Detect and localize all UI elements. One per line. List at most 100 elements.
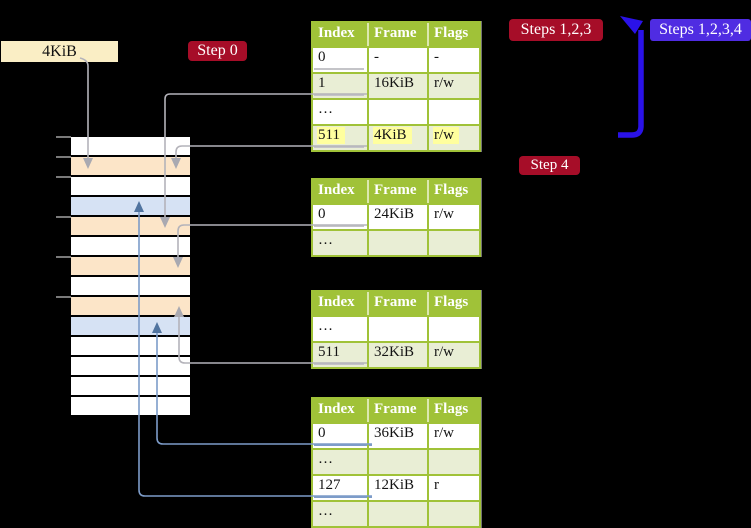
memory-row-blue: [71, 317, 190, 337]
memory-row-blue: [71, 197, 190, 217]
frame-cell: -: [367, 48, 427, 72]
frame-cell: [367, 231, 427, 255]
flags-cell: r/w: [427, 74, 479, 98]
memory-tick: [56, 156, 71, 158]
index-cell: 0: [313, 205, 367, 229]
frame-cell: 24KiB: [367, 205, 427, 229]
memory-row-orange: [71, 297, 190, 317]
step4-badge: Step 4: [519, 156, 580, 175]
loop-arrowhead: [620, 16, 643, 34]
column-header-index: Index: [318, 401, 355, 417]
flags-cell: [427, 317, 479, 341]
steps1234-badge: Steps 1,2,3,4: [650, 19, 751, 41]
flags-cell: r: [427, 476, 479, 500]
memory-row-white: [71, 237, 190, 257]
index-underline: [314, 363, 364, 365]
memory-row-white: [71, 277, 190, 297]
index-cell: …: [318, 503, 333, 519]
column-header-flags: Flags: [427, 23, 479, 46]
index-underline: [314, 68, 364, 70]
index-underline: [314, 225, 364, 227]
table-row: …: [313, 100, 479, 124]
frame-cell: 16KiB: [367, 74, 427, 98]
flags-cell: r/w: [427, 343, 479, 367]
column-header-frame: Frame: [367, 399, 427, 422]
memory-tick: [56, 256, 71, 258]
frame-size-label: 4KiB: [1, 41, 118, 62]
column-header-index: Index: [318, 182, 355, 198]
frame-cell: 4KiB: [367, 126, 427, 150]
memory-row-white: [71, 337, 190, 357]
flags-cell: [427, 100, 479, 124]
flags-cell: [427, 231, 479, 255]
highlighted-value: r/w: [433, 127, 459, 144]
index-cell: 0: [313, 48, 367, 72]
frame-cell: [367, 450, 427, 474]
column-header-flags: Flags: [427, 399, 479, 422]
index-cell: 511: [313, 343, 367, 367]
index-underline: [314, 496, 372, 498]
column-header-frame: Frame: [367, 23, 427, 46]
index-cell: …: [318, 232, 333, 248]
memory-row-white: [71, 357, 190, 377]
table-row: …: [313, 450, 479, 474]
memory-row-orange: [71, 257, 190, 277]
column-header-flags: Flags: [427, 292, 479, 315]
highlighted-value: 511: [317, 127, 345, 144]
memory-row-white: [71, 177, 190, 197]
flags-cell: r/w: [427, 424, 479, 448]
table-row: …: [313, 231, 479, 255]
steps123-badge: Steps 1,2,3: [509, 19, 603, 41]
table-row: …: [313, 317, 479, 341]
index-cell: …: [318, 451, 333, 467]
flags-cell: [427, 502, 479, 526]
frame-cell: [367, 317, 427, 341]
column-header-frame: Frame: [367, 180, 427, 203]
index-underline: [314, 444, 372, 446]
step0-badge: Step 0: [188, 41, 247, 61]
flags-cell: [427, 450, 479, 474]
memory-tick: [56, 296, 71, 298]
table-row: …: [313, 502, 479, 526]
index-cell: 0: [313, 424, 372, 448]
frame-cell: [367, 502, 427, 526]
memory-row-white: [71, 397, 190, 415]
index-cell: 127: [313, 476, 372, 500]
column-header-index: Index: [318, 25, 355, 41]
column-header-index: Index: [318, 294, 355, 310]
memory-row-white: [71, 137, 190, 157]
memory-row-orange: [71, 217, 190, 237]
table-row: 511 4KiB r/w: [313, 126, 479, 150]
memory-row-orange: [71, 157, 190, 177]
table-row: 0--: [313, 48, 479, 72]
index-cell: …: [318, 101, 333, 117]
index-cell: …: [318, 318, 333, 334]
memory-tick: [56, 136, 71, 138]
frame-cell: [367, 100, 427, 124]
loop-arrow: [618, 30, 644, 138]
index-underline: [314, 146, 364, 148]
frame-cell: 32KiB: [367, 343, 427, 367]
flags-cell: r/w: [427, 205, 479, 229]
frame-cell: 36KiB: [367, 424, 427, 448]
column-header-flags: Flags: [427, 180, 479, 203]
index-cell: 511: [313, 126, 367, 150]
column-header-frame: Frame: [367, 292, 427, 315]
memory-tick: [56, 176, 71, 178]
frame-cell: 12KiB: [367, 476, 427, 500]
index-cell: 1: [313, 74, 367, 98]
memory-column: [71, 137, 190, 415]
